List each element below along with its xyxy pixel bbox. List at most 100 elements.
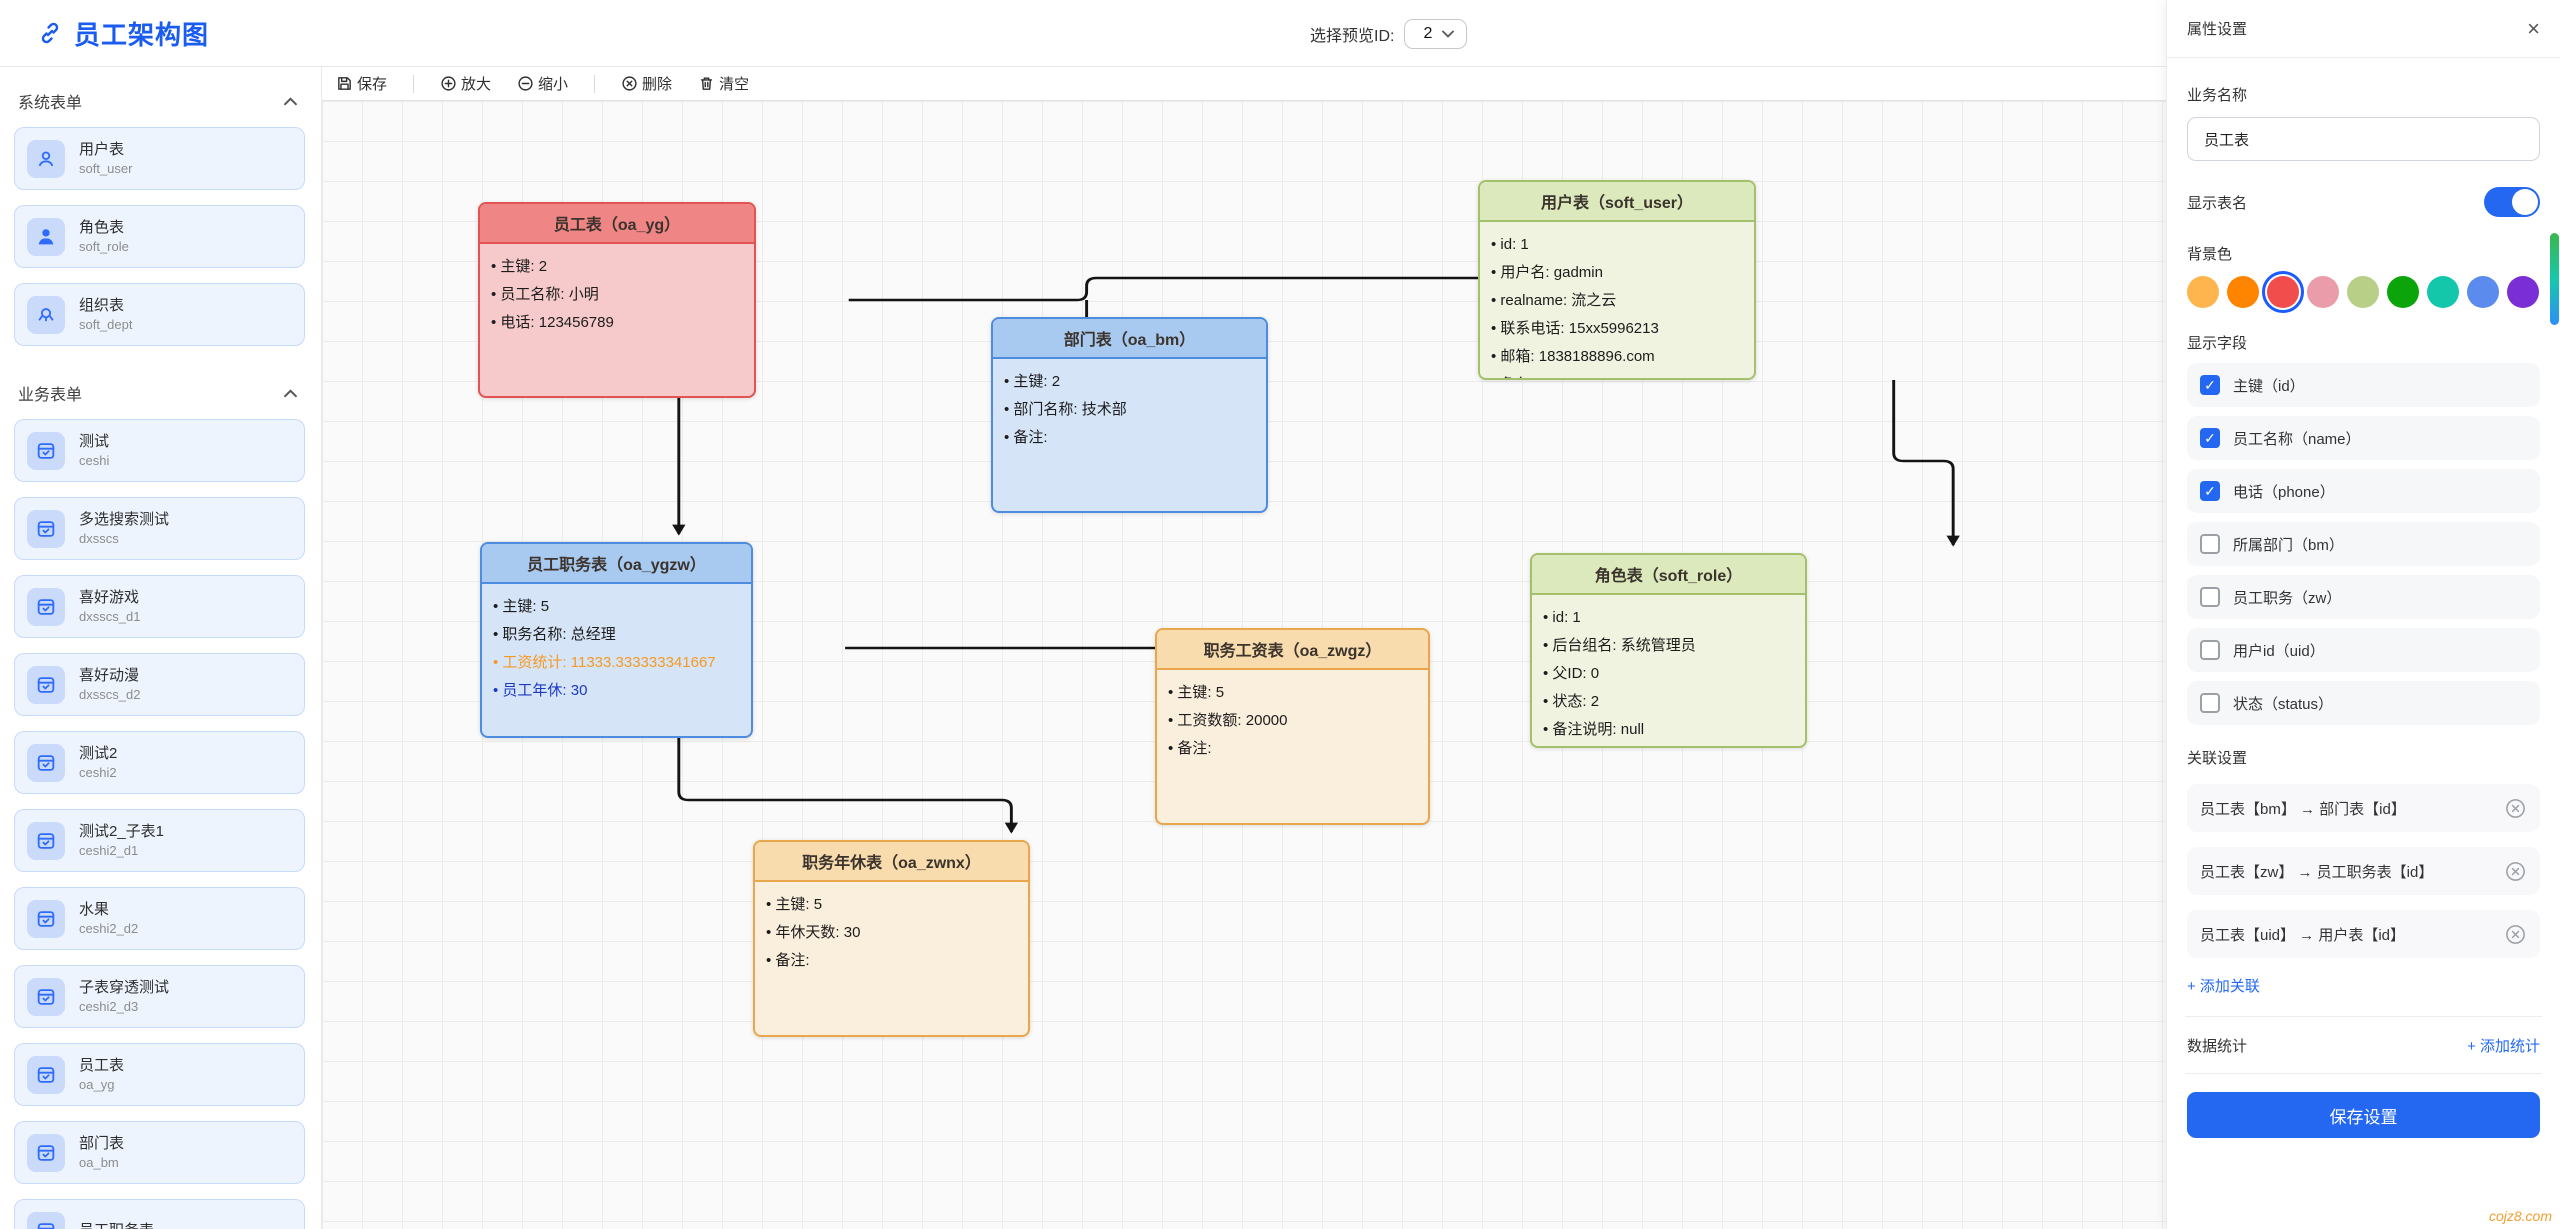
item-name: 角色表 xyxy=(79,218,129,238)
card-text: 部门表oa_bm xyxy=(79,1134,124,1171)
display-field-label: 主键（id） xyxy=(2233,375,2305,396)
section-header-0[interactable]: 系统表单 xyxy=(14,81,305,127)
entity-title: 员工职务表（oa_ygzw） xyxy=(482,544,751,584)
section-collapse-icon[interactable] xyxy=(284,97,297,106)
sidebar-item-dxsscs_d2[interactable]: 喜好动漫dxsscs_d2 xyxy=(14,653,305,716)
preview-id-group: 选择预览ID: 2 xyxy=(1310,0,1467,67)
title-wrap: 员工架构图 xyxy=(38,15,209,52)
relation-text: 员工表【zw】 → 员工职务表【id】 xyxy=(2200,861,2433,882)
sidebar-item-dxsscs_d1[interactable]: 喜好游戏dxsscs_d1 xyxy=(14,575,305,638)
preview-id-select[interactable]: 2 xyxy=(1404,19,1467,49)
sidebar-item-ceshi[interactable]: 测试ceshi xyxy=(14,419,305,482)
toolbar-divider xyxy=(594,75,595,93)
entity-field: • 主键: 5 xyxy=(493,593,740,621)
checkbox-checked[interactable]: ✓ xyxy=(2200,428,2220,448)
bg-color-swatch-4[interactable] xyxy=(2347,276,2379,308)
item-code: ceshi xyxy=(79,452,109,469)
item-name: 喜好游戏 xyxy=(79,588,140,608)
entity-oa_zwnx[interactable]: 职务年休表（oa_zwnx）• 主键: 5• 年休天数: 30• 备注: xyxy=(753,840,1030,1037)
item-name: 部门表 xyxy=(79,1134,124,1154)
bg-color-swatch-1[interactable] xyxy=(2227,276,2259,308)
sidebar-item-soft_role[interactable]: 角色表soft_role xyxy=(14,205,305,268)
sidebar-item-oa_bm[interactable]: 部门表oa_bm xyxy=(14,1121,305,1184)
section-collapse-icon[interactable] xyxy=(284,389,297,398)
entity-oa_ygzw[interactable]: 员工职务表（oa_ygzw）• 主键: 5• 职务名称: 总经理• 工资统计: … xyxy=(480,542,753,738)
card-text: 角色表soft_role xyxy=(79,218,129,255)
bg-color-swatch-3[interactable] xyxy=(2307,276,2339,308)
checkbox-checked[interactable]: ✓ xyxy=(2200,375,2220,395)
bg-color-swatch-6[interactable] xyxy=(2427,276,2459,308)
bg-color-swatch-2[interactable] xyxy=(2267,276,2299,308)
checkbox-unchecked[interactable] xyxy=(2200,693,2220,713)
toolbar-button-zoom-in[interactable]: 放大 xyxy=(440,73,491,94)
entity-fields: • id: 1• 用户名: gadmin• realname: 流之云• 联系电… xyxy=(1480,222,1754,380)
entity-field: • 职务名称: 总经理 xyxy=(493,621,740,649)
connector-oa_ygzw-to-oa_zwnx[interactable] xyxy=(679,738,1012,832)
bg-color-swatch-7[interactable] xyxy=(2467,276,2499,308)
item-code: ceshi2 xyxy=(79,764,117,781)
entity-oa_zwgz[interactable]: 职务工资表（oa_zwgz）• 主键: 5• 工资数额: 20000• 备注: xyxy=(1155,628,1430,825)
display-field-label: 状态（status） xyxy=(2233,693,2333,714)
bg-color-swatch-0[interactable] xyxy=(2187,276,2219,308)
bg-color-swatch-5[interactable] xyxy=(2387,276,2419,308)
sidebar-item-dxsscs[interactable]: 多选搜索测试dxsscs xyxy=(14,497,305,560)
entity-field: • 用户名: gadmin xyxy=(1491,259,1743,287)
sidebar-item-oa_yg[interactable]: 员工表oa_yg xyxy=(14,1043,305,1106)
save-settings-button[interactable]: 保存设置 xyxy=(2187,1092,2540,1138)
form-icon xyxy=(27,666,65,704)
section-header-1[interactable]: 业务表单 xyxy=(14,373,305,419)
dept-icon xyxy=(27,296,65,334)
entity-oa_yg[interactable]: 员工表（oa_yg）• 主键: 2• 员工名称: 小明• 电话: 1234567… xyxy=(478,202,756,398)
toolbar-button-label: 清空 xyxy=(719,73,749,94)
item-code: soft_role xyxy=(79,238,129,255)
business-name-input[interactable] xyxy=(2187,117,2540,161)
entity-fields: • 主键: 5• 年休天数: 30• 备注: xyxy=(755,882,1028,984)
checkbox-unchecked[interactable] xyxy=(2200,534,2220,554)
display-field-row-6: 状态（status） xyxy=(2187,681,2540,725)
entity-soft_user[interactable]: 用户表（soft_user）• id: 1• 用户名: gadmin• real… xyxy=(1478,180,1756,380)
toolbar-button-zoom-out[interactable]: 缩小 xyxy=(517,73,568,94)
add-stats-link[interactable]: + 添加统计 xyxy=(2467,1035,2540,1056)
entity-field: • 联系电话: 15xx5996213 xyxy=(1491,315,1743,343)
relation-text: 员工表【bm】 → 部门表【id】 xyxy=(2200,798,2406,819)
card-text: 多选搜索测试dxsscs xyxy=(79,510,169,547)
entity-field: • 年休天数: 30 xyxy=(766,919,1017,947)
toolbar-button-save[interactable]: 保存 xyxy=(336,73,387,94)
color-slider-strip[interactable] xyxy=(2550,233,2559,325)
card-text: 测试2_子表1ceshi2_d1 xyxy=(79,822,164,859)
sidebar-item-员工职务表[interactable]: 员工职务表 xyxy=(14,1199,305,1229)
checkbox-checked[interactable]: ✓ xyxy=(2200,481,2220,501)
sidebar-item-ceshi2[interactable]: 测试2ceshi2 xyxy=(14,731,305,794)
remove-relation-icon[interactable] xyxy=(2504,860,2527,883)
checkbox-unchecked[interactable] xyxy=(2200,640,2220,660)
toolbar-button-label: 放大 xyxy=(461,73,491,94)
sidebar-item-ceshi2_d1[interactable]: 测试2_子表1ceshi2_d1 xyxy=(14,809,305,872)
connector-soft_user-to-soft_role[interactable] xyxy=(1894,380,1953,545)
display-field-row-3: 所属部门（bm） xyxy=(2187,522,2540,566)
remove-relation-icon[interactable] xyxy=(2504,923,2527,946)
entity-field: • 父ID: 0 xyxy=(1543,660,1794,688)
sidebar-item-ceshi2_d2[interactable]: 水果ceshi2_d2 xyxy=(14,887,305,950)
bg-color-swatch-8[interactable] xyxy=(2507,276,2539,308)
sidebar-item-soft_dept[interactable]: 组织表soft_dept xyxy=(14,283,305,346)
entity-title: 职务工资表（oa_zwgz） xyxy=(1157,630,1428,670)
add-relation-link[interactable]: + 添加关联 xyxy=(2187,975,2260,996)
sidebar-item-ceshi2_d3[interactable]: 子表穿透测试ceshi2_d3 xyxy=(14,965,305,1028)
entity-field: • 后台组名: 系统管理员 xyxy=(1543,632,1794,660)
show-table-toggle[interactable] xyxy=(2484,187,2540,217)
entity-soft_role[interactable]: 角色表（soft_role）• id: 1• 后台组名: 系统管理员• 父ID:… xyxy=(1530,553,1807,748)
sidebar-item-soft_user[interactable]: 用户表soft_user xyxy=(14,127,305,190)
remove-relation-icon[interactable] xyxy=(2504,797,2527,820)
display-field-label: 所属部门（bm） xyxy=(2233,534,2344,555)
entity-field: • id: 1 xyxy=(1491,231,1743,259)
toolbar-button-clear[interactable]: 清空 xyxy=(698,73,749,94)
toolbar-button-delete[interactable]: 删除 xyxy=(621,73,672,94)
display-field-label: 电话（phone） xyxy=(2233,481,2335,502)
item-name: 子表穿透测试 xyxy=(79,978,169,998)
relation-row-1: 员工表【zw】 → 员工职务表【id】 xyxy=(2187,847,2540,895)
checkbox-unchecked[interactable] xyxy=(2200,587,2220,607)
preview-id-label: 选择预览ID: xyxy=(1310,22,1394,46)
close-icon[interactable]: × xyxy=(2527,18,2540,40)
entity-oa_bm[interactable]: 部门表（oa_bm）• 主键: 2• 部门名称: 技术部• 备注: xyxy=(991,317,1268,513)
